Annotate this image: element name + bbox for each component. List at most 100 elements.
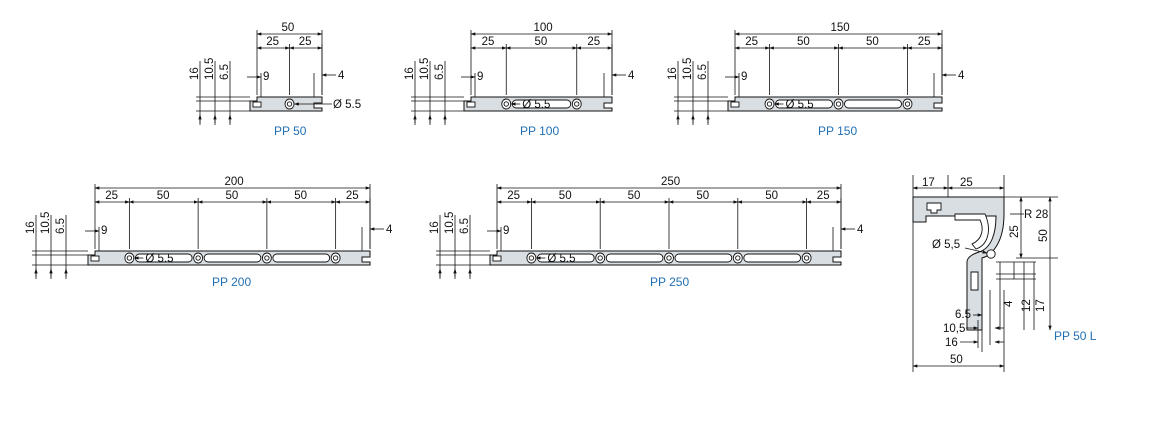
segment-dim: 50 <box>765 190 778 202</box>
profile-slot <box>743 253 802 263</box>
profile-hole-bore <box>332 255 339 261</box>
segment-dim: 25 <box>918 36 931 48</box>
segment-dim: 25 <box>482 36 495 48</box>
corner-lower-slot <box>970 271 979 291</box>
corner-hole <box>986 249 996 259</box>
left-vertical-dim: 16 <box>25 221 37 234</box>
left-vertical-dim: 10.5 <box>204 58 216 80</box>
total-width-dim: 50 <box>282 22 295 34</box>
segment-dim: 50 <box>866 36 879 48</box>
total-width-dim: 250 <box>661 176 680 188</box>
profile-label: PP 150 <box>818 124 857 138</box>
profile-label: PP 250 <box>650 275 689 289</box>
corner-right-dim-50: 50 <box>1038 229 1050 242</box>
profile-hole-bore <box>528 255 535 261</box>
profile-end-slot <box>492 255 502 262</box>
left-vertical-dim: 16 <box>189 67 201 80</box>
corner-vert-dim-12: 12 <box>1021 299 1033 312</box>
hole-dim: Ø 5.5 <box>522 99 550 111</box>
segment-dim: 50 <box>226 190 239 202</box>
corner-vert-dim-17: 17 <box>1035 299 1047 312</box>
right-dim: 4 <box>857 224 864 236</box>
corner-bottom-dim-10-5: 10,5 <box>943 323 965 335</box>
profile-hole-bore <box>503 101 509 107</box>
profile-hole-bore <box>286 101 293 107</box>
profile-slot <box>844 99 902 109</box>
total-width-dim: 150 <box>831 22 850 34</box>
corner-profile-shape <box>912 196 1005 331</box>
left-vertical-dim: 16 <box>429 221 441 234</box>
profile-label: PP 50 <box>274 124 307 138</box>
inner-dim: 9 <box>477 71 483 83</box>
corner-top-slot <box>926 202 942 214</box>
inner-dim: 9 <box>263 71 269 83</box>
left-vertical-dim: 6.5 <box>55 218 67 234</box>
inner-dim: 9 <box>503 225 509 237</box>
segment-dim: 25 <box>266 36 279 48</box>
profile-hole-bore <box>597 255 603 261</box>
corner-hole-label: Ø 5,5 <box>932 239 960 251</box>
profile-slot <box>203 253 262 263</box>
corner-radius: R 28 <box>1024 209 1048 221</box>
corner-bottom-dim-50: 50 <box>950 354 963 366</box>
profile-label: PP 100 <box>520 124 559 138</box>
profile-slot <box>605 253 664 263</box>
total-width-dim: 200 <box>225 176 244 188</box>
profile-hole-bore <box>904 101 911 107</box>
left-vertical-dim: 10.5 <box>40 212 52 234</box>
profile-hole-bore <box>735 255 741 261</box>
inner-dim: 9 <box>101 225 107 237</box>
right-dim: 4 <box>386 224 393 236</box>
hole-dim: Ø 5.5 <box>786 99 814 111</box>
right-dim: 4 <box>958 70 965 82</box>
left-vertical-dim: 16 <box>404 67 416 80</box>
segment-dim: 25 <box>587 36 600 48</box>
profile-end-slot <box>466 101 476 108</box>
profile-slot <box>674 253 733 263</box>
hole-dim: Ø 5.5 <box>145 253 173 265</box>
left-vertical-dim: 6.5 <box>697 64 709 80</box>
segment-dim: 50 <box>696 190 709 202</box>
segment-dim: 25 <box>299 36 312 48</box>
profile-end-slot <box>252 101 262 108</box>
corner-right-dim-25: 25 <box>1009 225 1021 238</box>
segment-dim: 25 <box>507 190 520 202</box>
segment-dim: 50 <box>535 36 548 48</box>
right-dim: 4 <box>338 70 345 82</box>
corner-bottom-dim-16: 16 <box>945 337 958 349</box>
segment-dim: 25 <box>105 190 118 202</box>
segment-dim: 50 <box>628 190 641 202</box>
left-vertical-dim: 10.5 <box>682 58 694 80</box>
profile-slot <box>272 253 331 263</box>
left-vertical-dim: 6.5 <box>434 64 446 80</box>
profile-hole-bore <box>195 255 201 261</box>
segment-dim: 50 <box>797 36 810 48</box>
corner-vert-dim-4: 4 <box>1003 300 1015 307</box>
segment-dim: 50 <box>294 190 307 202</box>
segment-dim: 25 <box>745 36 758 48</box>
corner-profile-pp50l: 17 25 R 28 25 50 Ø 5,5 4 12 17 6.5 10,5 … <box>912 175 1097 372</box>
profile-end-slot <box>730 101 740 108</box>
total-width-dim: 100 <box>534 22 553 34</box>
right-dim: 4 <box>628 70 635 82</box>
profile-hole-bore <box>666 255 672 261</box>
hole-dim: Ø 5.5 <box>547 253 575 265</box>
hole-dim: Ø 5.5 <box>333 99 361 111</box>
corner-bottom-dim-6-5: 6.5 <box>955 309 971 321</box>
segment-dim: 25 <box>346 190 359 202</box>
profile-hole-bore <box>803 255 810 261</box>
corner-top-dim-25: 25 <box>960 177 973 189</box>
profile-label: PP 200 <box>212 275 251 289</box>
left-vertical-dim: 6.5 <box>219 64 231 80</box>
profile-end-slot <box>90 255 100 262</box>
left-vertical-dim: 10.5 <box>419 58 431 80</box>
segment-dim: 50 <box>157 190 170 202</box>
corner-top-dim-17: 17 <box>922 177 935 189</box>
left-vertical-dim: 6.5 <box>459 218 471 234</box>
